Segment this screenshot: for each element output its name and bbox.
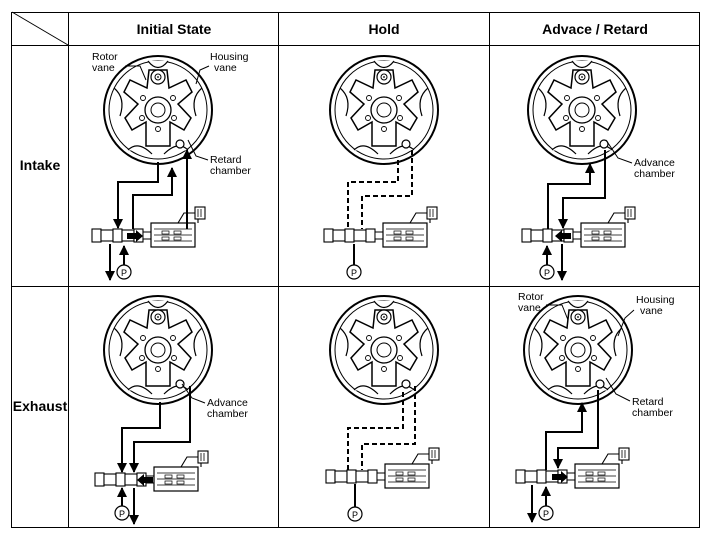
housing-vane-label-line2: vane — [214, 62, 237, 74]
rotor-vane-label: Rotor — [92, 51, 118, 63]
pump-label: P — [121, 268, 127, 278]
advance-chamber-label: Advance — [207, 397, 248, 409]
phaser-intake-hold — [329, 55, 439, 165]
corner-diagonal — [11, 11, 69, 46]
row-header-exhaust: Exhaust — [13, 398, 68, 414]
advance-chamber-label-line2: chamber — [634, 168, 675, 180]
retard-chamber-label: Retard — [210, 154, 242, 166]
oil-control-valve-intake-advret — [521, 206, 636, 248]
cell-exhaust-advret: P Rotor vane Housing vane Retard chamber — [515, 291, 675, 523]
retard-chamber-label-line2: chamber — [632, 407, 673, 419]
oil-control-valve-intake-initial — [91, 206, 206, 248]
pump-label: P — [544, 268, 550, 278]
phaser-exhaust-hold — [329, 295, 439, 405]
row-header-intake: Intake — [20, 157, 61, 173]
retard-chamber-label-line2: chamber — [210, 165, 251, 177]
phaser-exhaust-initial — [103, 295, 213, 405]
pump-label: P — [119, 509, 125, 519]
housing-vane-label: Housing — [636, 294, 675, 306]
leader-line — [605, 139, 633, 164]
table-grid — [11, 11, 700, 528]
cell-intake-initial: P Rotor vane Housing vane Retard chamber — [91, 51, 251, 281]
column-header-initial-state: Initial State — [137, 21, 212, 37]
advance-chamber-label: Advance — [634, 157, 675, 169]
rotor-vane-label-line2: vane — [92, 62, 115, 74]
column-header-hold: Hold — [368, 21, 399, 37]
oil-control-valve-intake-hold — [323, 206, 438, 248]
rotor-vane-label: Rotor — [518, 291, 544, 303]
cell-exhaust-initial: P Advance chamber — [94, 295, 248, 525]
pump-label: P — [352, 510, 358, 520]
oil-control-valve-exhaust-hold — [325, 447, 440, 489]
housing-vane-label: Housing — [210, 51, 249, 63]
phaser-intake-advret — [527, 55, 637, 165]
oil-control-valve-exhaust-advret — [515, 447, 630, 489]
leader-lines — [125, 65, 210, 161]
housing-vane-label-line2: vane — [640, 305, 663, 317]
oil-control-valve-exhaust-initial — [94, 450, 209, 492]
rotor-vane-label-line2: vane — [518, 302, 541, 314]
cell-intake-hold: P — [323, 55, 439, 280]
cell-exhaust-hold: P — [325, 295, 440, 522]
retard-chamber-label: Retard — [632, 396, 664, 408]
cell-intake-advret: P Advance chamber — [521, 55, 675, 281]
advance-chamber-label-line2: chamber — [207, 408, 248, 420]
phaser-intake-initial — [103, 55, 213, 165]
column-header-advance-retard: Advace / Retard — [542, 21, 648, 37]
leader-line — [181, 383, 206, 404]
leader-lines — [546, 304, 635, 402]
pump-label: P — [543, 509, 549, 519]
pump-label: P — [351, 268, 357, 278]
